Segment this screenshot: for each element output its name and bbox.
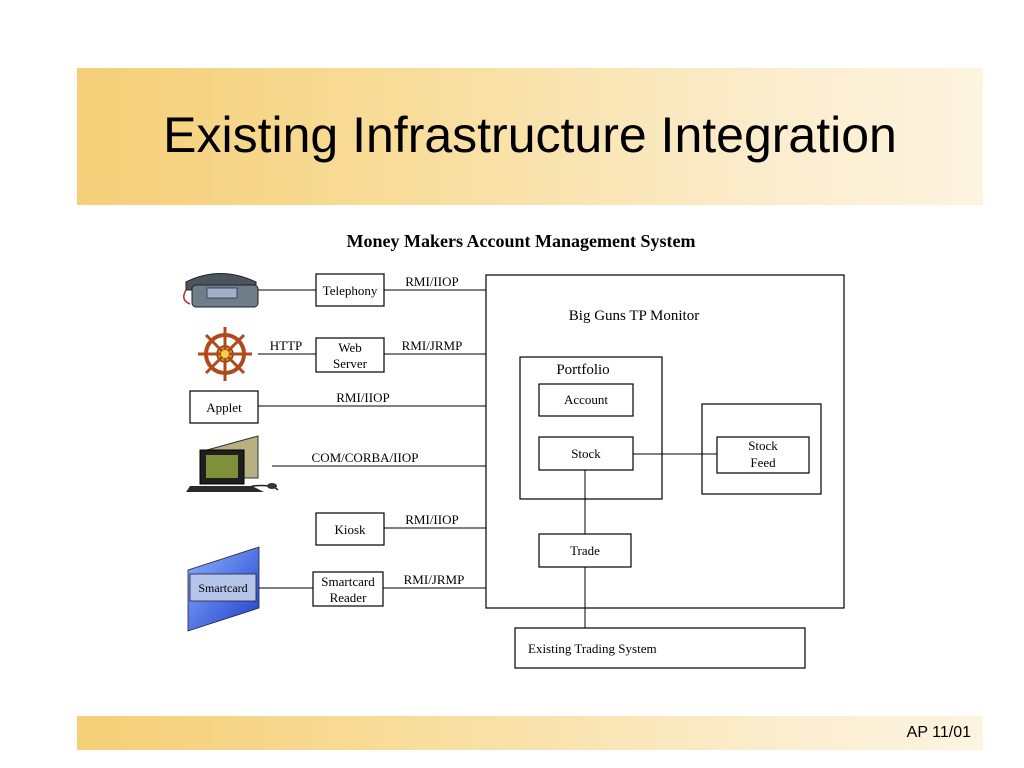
trade-label: Trade (570, 543, 600, 558)
trade-box (538, 533, 632, 568)
applet-label: Applet (206, 400, 242, 415)
title-band: Existing Infrastructure Integration (77, 68, 983, 205)
slide-title: Existing Infrastructure Integration (163, 107, 897, 163)
stock-label: Stock (571, 446, 601, 461)
telephony-label: Telephony (323, 283, 378, 298)
com-protocol: COM/CORBA/IIOP (312, 450, 419, 465)
kiosk-label: Kiosk (334, 522, 366, 537)
web-server-box (315, 337, 385, 373)
tp-monitor-label: Big Guns TP Monitor (569, 308, 699, 324)
web-server-label-2: Server (333, 356, 368, 371)
http-protocol: HTTP (270, 338, 303, 353)
telephone-icon (183, 273, 259, 308)
existing-trading-label: Existing Trading System (528, 641, 657, 656)
web-server-label-1: Web (338, 340, 362, 355)
account-label: Account (564, 392, 608, 407)
ships-wheel-icon (198, 327, 252, 381)
stock-feed-outer-box (701, 403, 822, 495)
smartcard-label: Smartcard (198, 581, 247, 595)
applet-box (189, 390, 259, 424)
diagram-heading: Money Makers Account Management System (347, 231, 696, 251)
telephony-protocol: RMI/IIOP (405, 274, 458, 289)
stock-feed-label-2: Feed (750, 455, 776, 470)
portfolio-label: Portfolio (556, 362, 609, 378)
kiosk-protocol: RMI/IIOP (405, 512, 458, 527)
footer-label: AP 11/01 (906, 724, 971, 741)
smartcard-reader-label-1: Smartcard (321, 574, 375, 589)
kiosk-box (315, 512, 385, 546)
account-box (538, 383, 634, 417)
applet-protocol: RMI/IIOP (336, 390, 389, 405)
web-protocol: RMI/JRMP (402, 338, 463, 353)
tp-monitor-box (485, 274, 845, 609)
smartcard-icon (187, 546, 260, 632)
smartcard-reader-label-2: Reader (330, 590, 367, 605)
existing-trading-box (514, 627, 806, 669)
smartcard-protocol: RMI/JRMP (404, 572, 465, 587)
footer-band: AP 11/01 (77, 716, 983, 750)
portfolio-box (519, 356, 663, 500)
computer-icon (186, 435, 279, 492)
stock-feed-box (716, 436, 810, 474)
stock-feed-label-1: Stock (748, 438, 778, 453)
stock-box (538, 436, 634, 471)
smartcard-reader-box (312, 571, 384, 607)
